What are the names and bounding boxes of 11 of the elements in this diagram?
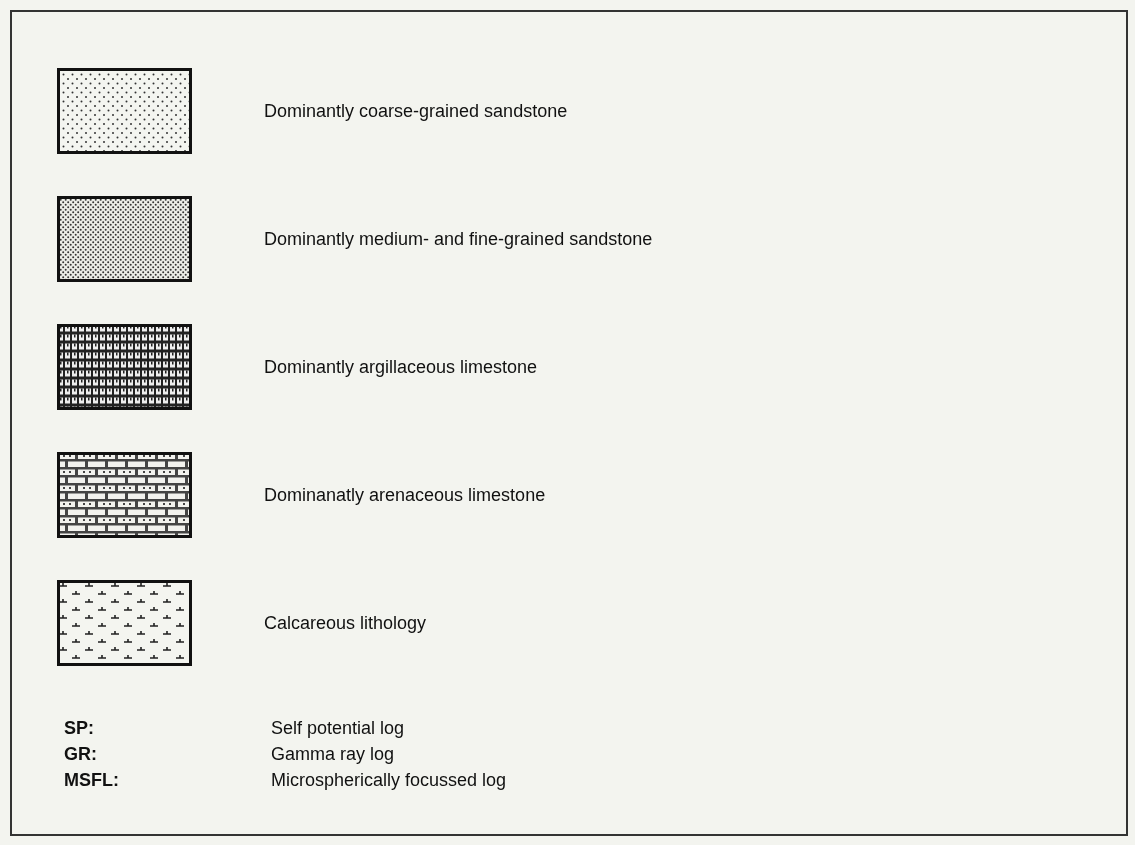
abbreviation-meaning: Self potential log (271, 717, 405, 740)
legend-text: Dominantly medium- and fine-grained sandstone (264, 227, 653, 251)
abbreviation: GR: (64, 743, 98, 766)
legend-text: Dominantly argillaceous limestone (264, 355, 538, 379)
abbreviation: SP: (64, 717, 95, 740)
abbreviation: MSFL: (64, 769, 120, 792)
legend-text: Dominanatly arenaceous limestone (264, 483, 546, 507)
legend-text: Dominantly coarse-grained sandstone (264, 99, 568, 123)
legend-text: Calcareous lithology (264, 611, 427, 635)
abbreviation-meaning: Gamma ray log (271, 743, 395, 766)
abbreviation-meaning: Microspherically focussed log (271, 769, 507, 792)
